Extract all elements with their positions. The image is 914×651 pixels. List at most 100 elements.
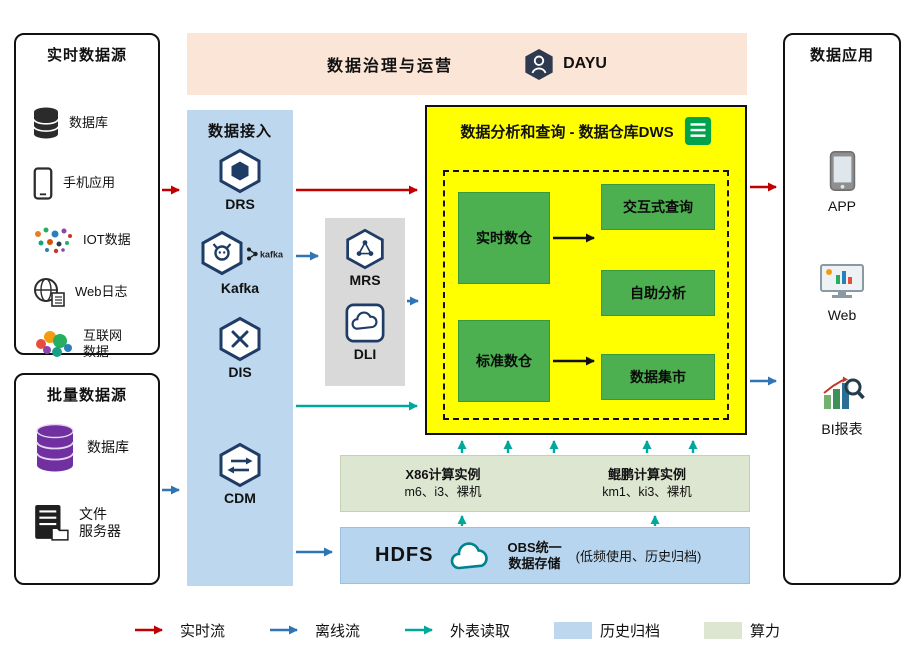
app-item-app: APP (785, 150, 899, 214)
source-item-weblog: Web日志 (32, 277, 128, 308)
app-item-bi: BI报表 (785, 373, 899, 439)
cdm-label: CDM (224, 490, 256, 506)
purple-database-icon (36, 423, 74, 472)
legend-external-label: 外表读取 (449, 622, 510, 640)
app-phone-icon (829, 151, 855, 191)
obs-label-line2: 数据存储 (508, 555, 561, 571)
kunpeng-models: km1、ki3、裸机 (602, 484, 692, 499)
kafka-logo-text: kafka (260, 250, 284, 260)
applications-title: 数据应用 (809, 47, 874, 64)
x86-compute: X86计算实例 m6、i3、裸机 (341, 456, 545, 511)
dayu-product: DAYU (523, 47, 607, 82)
x86-title: X86计算实例 (405, 466, 481, 482)
legend-offline-label: 离线流 (314, 622, 360, 640)
database-icon (33, 107, 59, 139)
source-item-database: 数据库 (32, 107, 108, 139)
source-item-label-line1: 互联网 (83, 328, 123, 343)
realtime-sources-panel: 实时数据源 数据库 手机应用 (14, 33, 160, 359)
self-service-analysis-box: 自助分析 (601, 270, 715, 316)
source-item-label-line1: 文件 (79, 505, 107, 522)
source-item-label: 手机应用 (63, 175, 116, 191)
realtime-sources-title: 实时数据源 (46, 47, 127, 64)
legend-external: 外表读取 (404, 620, 510, 641)
data-mart-box: 数据集市 (601, 354, 715, 400)
kunpeng-compute: 鲲鹏计算实例 km1、ki3、裸机 (545, 456, 749, 511)
source-item-label: Web日志 (75, 284, 128, 300)
kafka-service (199, 230, 245, 281)
batch-sources-panel: 批量数据源 数据库 文件 服务器 (14, 373, 160, 585)
source-item-label-line2: 服务器 (79, 523, 121, 539)
app-item-web: Web (785, 263, 899, 323)
legend-offline: 离线流 (269, 620, 360, 641)
source-item-mobile: 手机应用 (32, 167, 115, 200)
legend-archive: 历史归档 (554, 620, 660, 641)
kunpeng-title: 鲲鹏计算实例 (607, 466, 686, 482)
source-item-label: 数据库 (87, 439, 129, 456)
governance-banner: 数据治理与运营 DAYU (187, 33, 747, 95)
bi-report-icon (823, 376, 865, 409)
warehouse-title: 数据分析和查询 - 数据仓库DWS (460, 123, 674, 141)
hdfs-label: HDFS (375, 544, 434, 566)
source-item-label-line2: 数据 (83, 344, 110, 360)
realtime-warehouse-box: 实时数仓 (458, 192, 550, 284)
source-item-file-server: 文件 服务器 (32, 503, 121, 543)
source-item-batch-database: 数据库 (32, 423, 129, 473)
batch-sources-title: 批量数据源 (46, 387, 127, 404)
legend: 实时流 离线流 外表读取 历史归档 算力 (0, 612, 914, 648)
kafka-logo-badge: kafka (245, 246, 285, 267)
drs-service (187, 148, 293, 194)
obs-cloud-icon (451, 541, 489, 569)
mrs-service (325, 228, 405, 270)
app-item-label: Web (827, 307, 857, 323)
legend-realtime-arrow-icon (134, 625, 163, 635)
interactive-query-box: 交互式查询 (601, 184, 715, 230)
dli-service (325, 302, 405, 344)
cdm-icon (219, 442, 261, 488)
dayu-label: DAYU (563, 55, 607, 72)
dis-service (187, 316, 293, 362)
source-item-label: 文件 服务器 (79, 506, 121, 541)
source-item-label: IOT数据 (83, 231, 131, 247)
legend-archive-label: 历史归档 (600, 622, 661, 640)
web-log-icon (34, 278, 65, 307)
mrs-icon (346, 228, 384, 270)
dis-label: DIS (228, 364, 252, 380)
mrs-label: MRS (349, 272, 381, 288)
dli-icon (345, 303, 385, 343)
dli-label: DLI (353, 346, 377, 362)
legend-compute: 算力 (704, 620, 780, 641)
legend-external-arrow-icon (404, 625, 433, 635)
app-item-label: BI报表 (821, 421, 863, 437)
drs-label: DRS (225, 196, 255, 212)
cdm-service (187, 442, 293, 488)
legend-offline-arrow-icon (269, 625, 298, 635)
warehouse-title-row: 数据分析和查询 - 数据仓库DWS (427, 116, 745, 146)
web-monitor-icon (820, 264, 864, 298)
storage-note: (低频使用、历史归档) (575, 549, 702, 564)
source-item-label: 数据库 (69, 114, 109, 130)
compute-box: X86计算实例 m6、i3、裸机 鲲鹏计算实例 km1、ki3、裸机 (340, 455, 750, 512)
dis-icon (219, 316, 261, 362)
governance-title: 数据治理与运营 (327, 58, 454, 75)
legend-compute-swatch (704, 621, 743, 639)
warehouse-inner-frame (443, 170, 729, 420)
x86-models: m6、i3、裸机 (404, 484, 482, 499)
legend-realtime-label: 实时流 (179, 622, 225, 640)
kafka-label: Kafka (220, 280, 260, 296)
kafka-icon (201, 230, 243, 276)
source-item-label: 互联网 数据 (83, 328, 122, 361)
internet-data-icon (36, 331, 72, 358)
drs-icon (219, 148, 261, 194)
dayu-icon (525, 48, 553, 80)
legend-archive-swatch (554, 621, 592, 639)
kafka-logo-icon: kafka (247, 247, 284, 261)
dws-document-icon (684, 117, 711, 145)
legend-compute-label: 算力 (750, 622, 781, 640)
legend-realtime: 实时流 (134, 620, 225, 641)
standard-warehouse-box: 标准数仓 (458, 320, 550, 402)
ingestion-title: 数据接入 (207, 123, 272, 140)
mobile-phone-icon (33, 167, 53, 200)
obs-label-line1: OBS统一 (507, 539, 562, 555)
obs-label: OBS统一 数据存储 (507, 540, 561, 571)
